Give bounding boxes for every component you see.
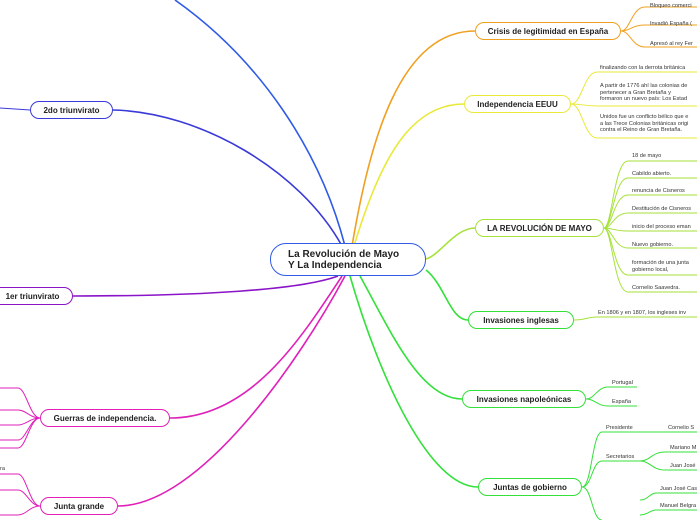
edge-eeuu	[353, 103, 465, 247]
crisis-item-2[interactable]: Invadió España (	[650, 21, 692, 27]
napoleonicas-item-espana[interactable]: España	[612, 399, 631, 405]
eeuu-item-1[interactable]: finalizando con la derrota británica	[600, 65, 686, 71]
edge-1er-triunvirato	[72, 275, 339, 297]
juntas-secretarios[interactable]: Secretarios	[606, 454, 635, 460]
junta-grande-item[interactable]: ra	[0, 466, 5, 472]
edge-inglesas	[425, 269, 469, 321]
juntas-secretario-1[interactable]: Mariano M	[670, 445, 697, 451]
topic-revolucion-mayo[interactable]: LA REVOLUCIÓN DE MAYO	[475, 219, 604, 237]
mayo-item-6[interactable]: Nuevo gobierno.	[632, 242, 674, 248]
edge-juntas	[349, 275, 479, 488]
crisis-item-1[interactable]: Bloqueo comerci	[650, 3, 692, 9]
edge-2do-triunvirato	[112, 109, 343, 247]
edge-crisis	[351, 30, 476, 247]
edge-junta-grande	[117, 275, 346, 507]
crisis-item-3[interactable]: Apresó al rey Fer	[650, 41, 693, 47]
mayo-item-5[interactable]: inicio del proceso eman	[632, 224, 691, 230]
juntas-presidente[interactable]: Presidente	[606, 425, 633, 431]
juntas-presidente-name[interactable]: Cornelio S	[668, 425, 695, 431]
juntas-vocal-2[interactable]: Manuel Belgra	[660, 503, 697, 509]
central-topic[interactable]: La Revolución de Mayo Y La Independencia	[270, 243, 426, 276]
topic-1er-triunvirato[interactable]: 1er triunvirato	[0, 287, 73, 305]
topic-juntas-gobierno[interactable]: Juntas de gobierno	[478, 478, 582, 496]
mayo-item-4[interactable]: Destitución de Cisneros	[632, 206, 692, 212]
eeuu-item-3[interactable]: Unidos fue un conflicto bélico que e a l…	[600, 114, 689, 134]
edge-guerras	[169, 275, 343, 419]
mayo-item-1[interactable]: 18 de mayo	[632, 153, 662, 159]
juntas-vocal-1[interactable]: Juan José Cas	[660, 486, 697, 492]
topic-invasiones-inglesas[interactable]: Invasiones inglesas	[468, 311, 574, 329]
mayo-item-7[interactable]: formación de una junta gobierno local,	[632, 260, 689, 273]
mayo-item-2[interactable]: Cabildo abierto.	[632, 171, 672, 177]
topic-guerras-independencia[interactable]: Guerras de independencia.	[40, 409, 170, 427]
topic-invasiones-napoleonicas[interactable]: Invasiones napoleónicas	[462, 390, 586, 408]
edge-napoleonicas	[359, 275, 463, 400]
topic-2do-triunvirato[interactable]: 2do triunvirato	[30, 101, 113, 119]
mayo-item-8[interactable]: Cornelio Saavedra.	[632, 285, 680, 291]
topic-independencia-eeuu[interactable]: Independencia EEUU	[464, 95, 571, 113]
edge-top-blue	[174, 0, 346, 247]
mayo-item-3[interactable]: renuncia de Cisneros	[632, 188, 685, 194]
topic-crisis-legitimidad[interactable]: Crisis de legitimidad en España	[475, 22, 621, 40]
topic-junta-grande[interactable]: Junta grande	[40, 497, 118, 515]
napoleonicas-item-portugal[interactable]: Portugal	[612, 380, 633, 386]
juntas-secretario-2[interactable]: Juan José	[670, 463, 696, 469]
inglesas-item-1[interactable]: En 1806 y en 1807, los ingleses inv	[598, 310, 687, 316]
edge-mayo	[425, 227, 476, 260]
eeuu-item-2[interactable]: A partir de 1776 ahí las colonias de per…	[600, 83, 688, 103]
